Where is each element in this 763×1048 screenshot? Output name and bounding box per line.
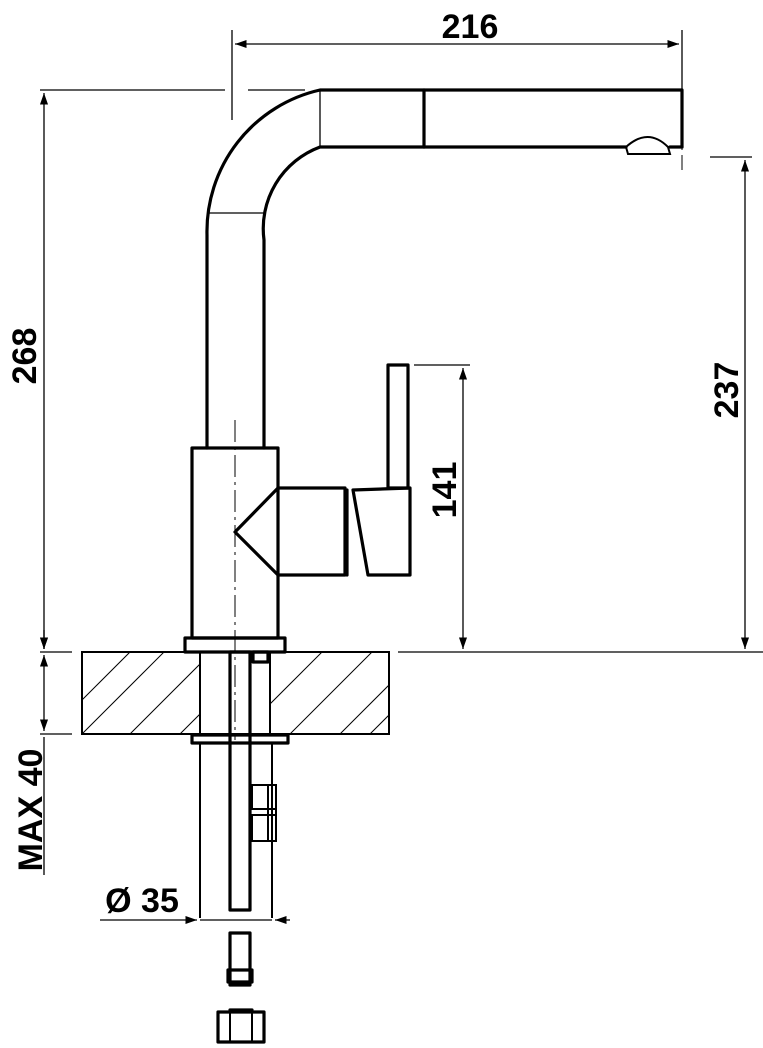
faucet-spout	[205, 85, 684, 450]
dimension-max-countertop: MAX 40	[12, 630, 72, 875]
dimension-spout-reach: 216	[231, 8, 683, 120]
mounting-shank	[190, 650, 290, 918]
dimension-label-216: 216	[442, 8, 499, 46]
dimension-hole-diameter: Ø 35	[100, 882, 290, 925]
dimension-label-diameter-35: Ø 35	[105, 882, 179, 920]
dimension-handle-height: 141	[414, 364, 470, 649]
dimension-label-max-40: MAX 40	[12, 749, 50, 872]
hose-connector	[216, 931, 266, 1044]
dimension-overall-height: 268	[6, 89, 305, 649]
countertop-section	[81, 651, 390, 735]
faucet-handle	[345, 363, 412, 577]
dimension-label-141: 141	[426, 462, 464, 519]
dimension-label-237: 237	[708, 362, 746, 419]
dimension-outlet-height: 237	[708, 156, 752, 649]
faucet-body	[183, 420, 347, 740]
dimension-label-268: 268	[6, 328, 44, 385]
